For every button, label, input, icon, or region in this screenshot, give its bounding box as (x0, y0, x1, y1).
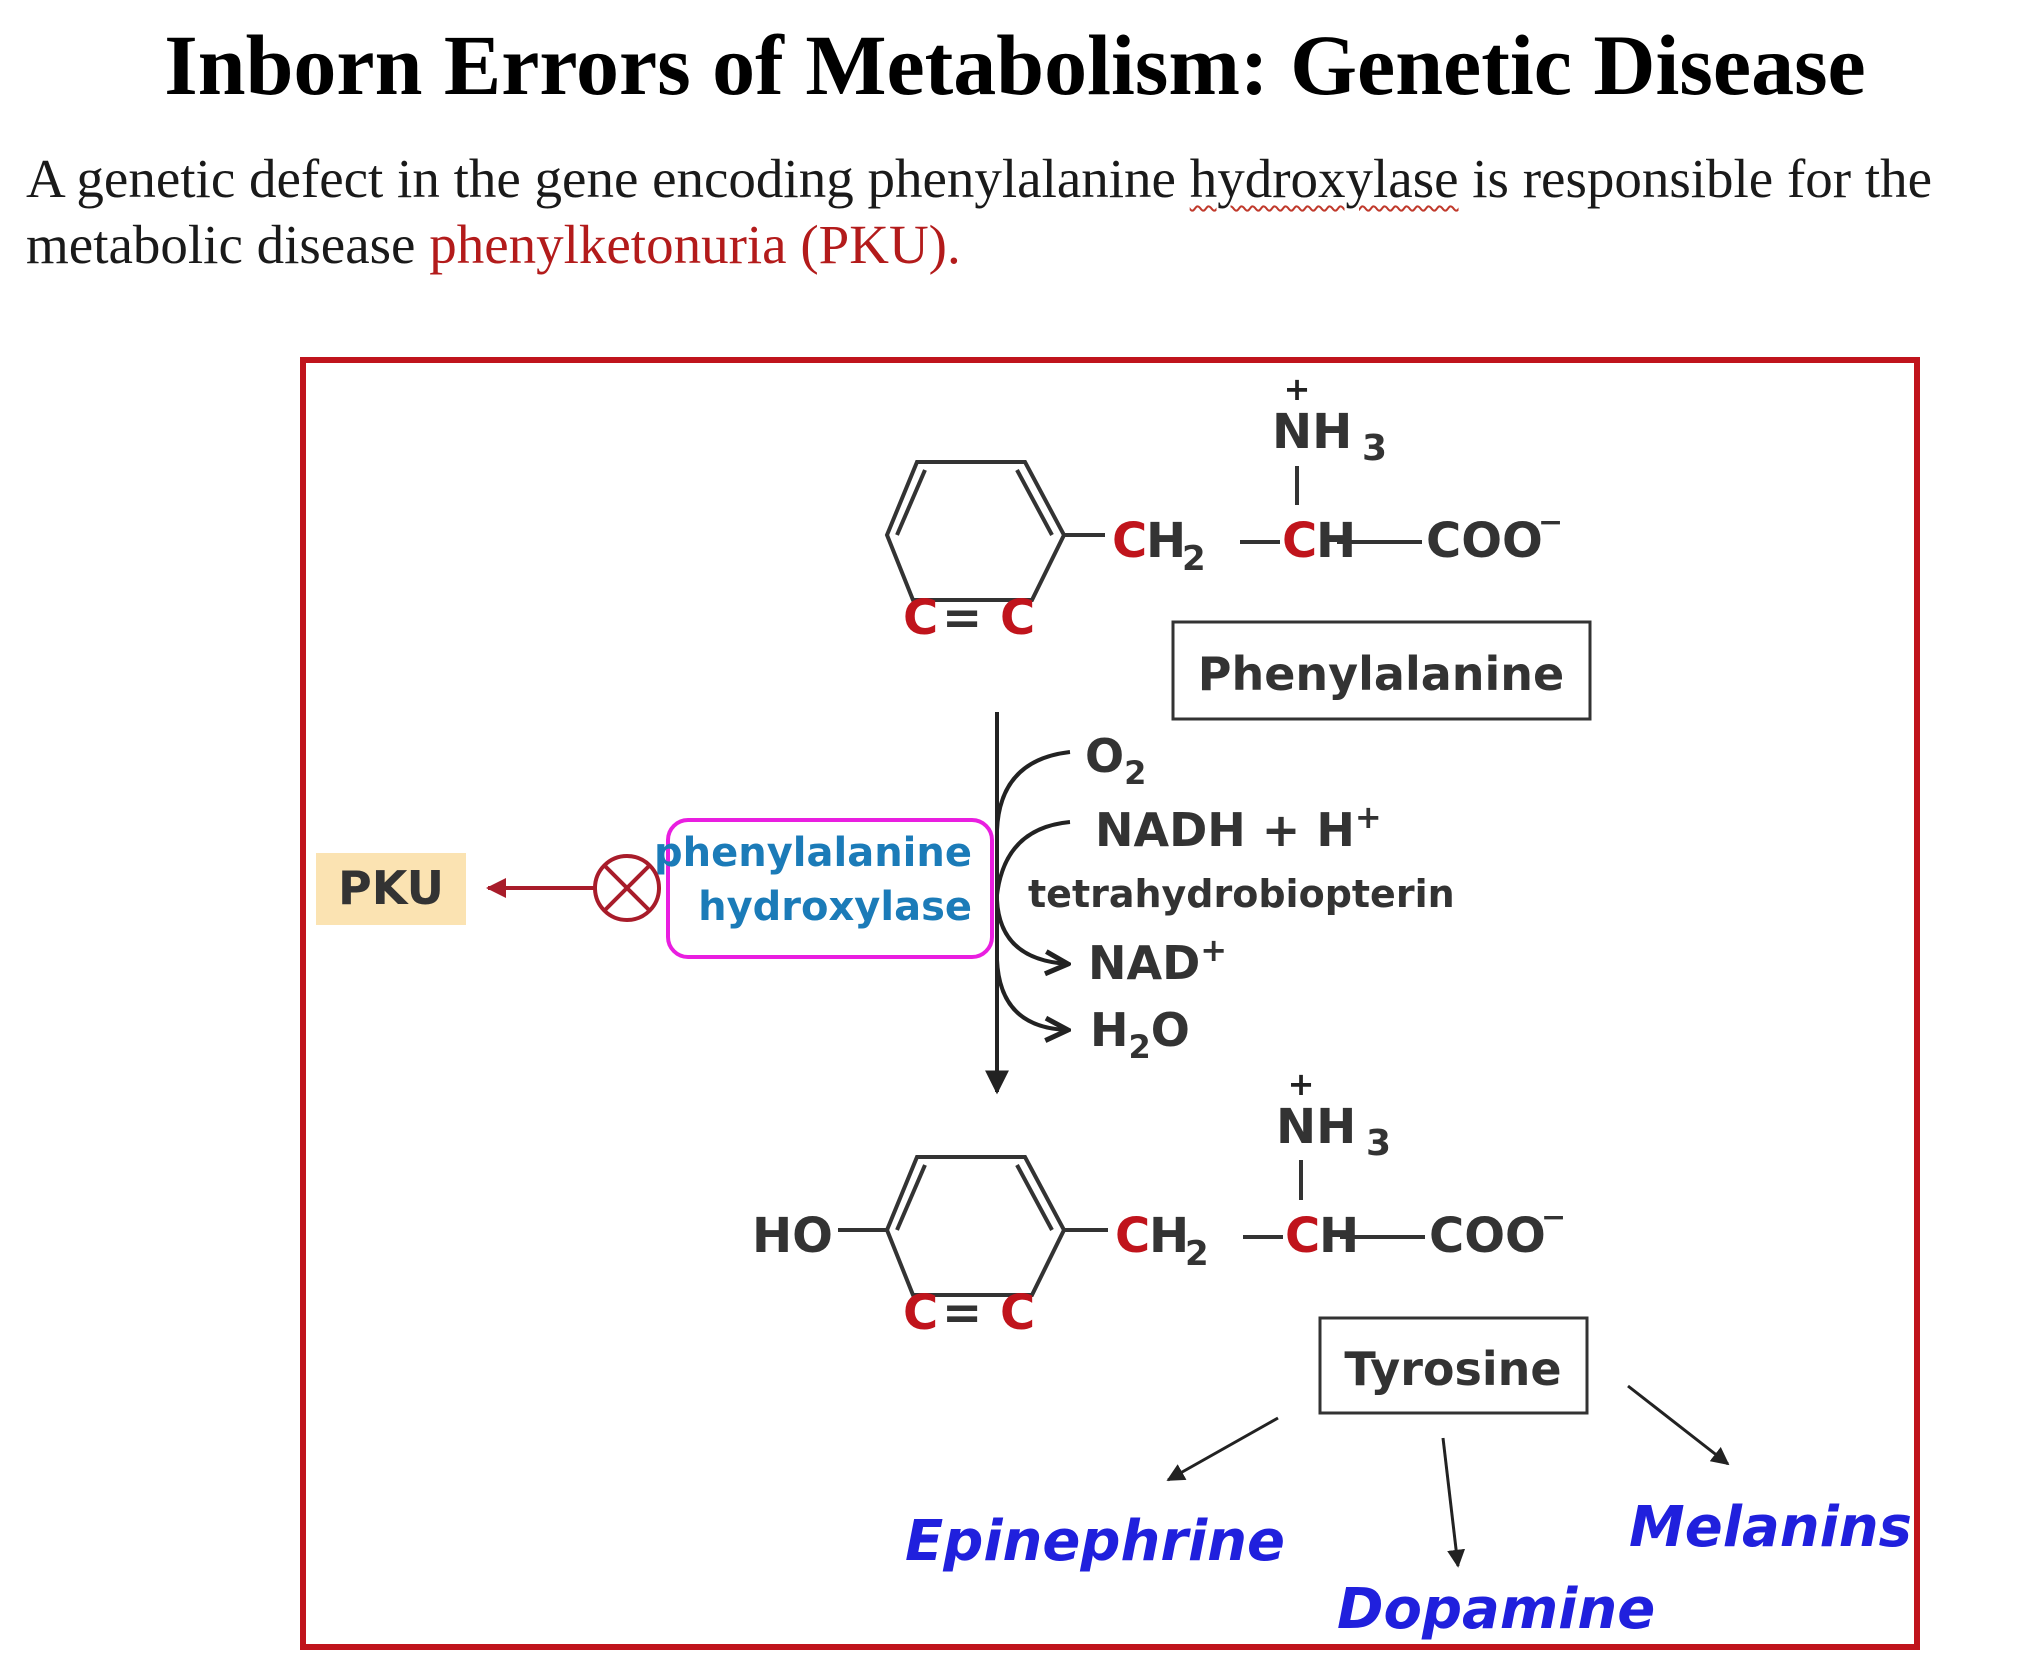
tyr-ch2-h: H (1149, 1208, 1189, 1264)
phe-ch2-subscript: 2 (1182, 539, 1206, 579)
phenylalanine-label: Phenylalanine (1198, 647, 1564, 701)
phe-ch-c: C (1282, 513, 1317, 569)
tyr-ch2-c: C (1115, 1208, 1150, 1264)
arrow-to-epinephrine (1166, 1416, 1279, 1482)
tyr-ring-c-right: C (1000, 1285, 1035, 1341)
tyr-ring-eq: = (942, 1285, 982, 1341)
enzyme-name-line2: hydroxylase (698, 884, 972, 930)
phe-ch2-c: C (1112, 513, 1147, 569)
phe-ring-c-left: C (903, 590, 938, 646)
phe-nh: NH (1272, 404, 1352, 460)
tyrosine-structure: HO + NH 3 C H 2 C H COO − C = C Tyrosine (752, 1065, 1589, 1415)
tyr-coo-charge: − (1541, 1200, 1566, 1235)
phenylalanine-label-box (1171, 620, 1592, 721)
intro-part1: A genetic defect in the gene encoding ph… (26, 148, 1190, 209)
derivative-melanins: Melanins (1629, 1495, 1912, 1560)
phenylalanine-structure: + NH 3 C H 2 C H COO − C = C Phenylalani… (884, 370, 1592, 721)
tyr-nh: NH (1276, 1099, 1356, 1155)
intro-part2: is responsible for the metabolic disease (26, 148, 1933, 275)
cofactor-nad: NAD+ (1088, 931, 1227, 990)
tyr-ho: HO (752, 1208, 833, 1264)
phe-ring-eq: = (942, 590, 982, 646)
intro-text: A genetic defect in the gene encoding ph… (26, 146, 2021, 278)
phe-nh3-subscript: 3 (1362, 428, 1387, 469)
tyr-nh3-plus: + (1288, 1065, 1315, 1103)
cofactor-tetrahydrobiopterin: tetrahydrobiopterin (1028, 872, 1455, 916)
phe-ch-h: H (1316, 513, 1356, 569)
tyrosine-label: Tyrosine (1344, 1342, 1561, 1396)
phe-ring-c-right: C (1000, 590, 1035, 646)
derivative-epinephrine: Epinephrine (905, 1509, 1285, 1574)
tyrosine-label-box (1318, 1316, 1589, 1415)
intro-disease-name: phenylketonuria (PKU). (429, 214, 961, 275)
tyr-ring-c-left: C (903, 1285, 938, 1341)
phe-coo-charge: − (1538, 505, 1563, 540)
phe-ch2-h: H (1146, 513, 1186, 569)
arrow-to-dopamine (1441, 1437, 1466, 1568)
pku-box (316, 853, 466, 925)
cofactor-nadh: NADH + H+ (1095, 798, 1382, 857)
reaction-arrow (985, 712, 1070, 1095)
tyr-ch-h: H (1319, 1208, 1359, 1264)
phe-nh3-plus: + (1284, 370, 1311, 408)
enzyme-box (666, 818, 994, 959)
pku-label: PKU (338, 861, 444, 915)
tyr-ch2-subscript: 2 (1185, 1234, 1209, 1274)
block-icon (593, 854, 661, 922)
enzyme-name-line1: phenylalanine (654, 830, 972, 876)
cofactor-o2: O2 (1085, 729, 1146, 792)
benzene-ring (884, 460, 1067, 602)
cofactor-h2o: H2O (1090, 1003, 1190, 1066)
tyr-nh3-subscript: 3 (1366, 1123, 1391, 1164)
tyr-ch-c: C (1285, 1208, 1320, 1264)
diagram-frame (300, 357, 1920, 1650)
page-title: Inborn Errors of Metabolism: Genetic Dis… (164, 17, 1866, 113)
derivative-dopamine: Dopamine (1337, 1577, 1655, 1642)
tyr-coo: COO (1429, 1208, 1546, 1264)
benzene-ring (884, 1155, 1067, 1297)
arrow-to-melanins (1627, 1384, 1730, 1466)
intro-underlined-word: hydroxylase (1189, 148, 1459, 209)
phe-coo: COO (1426, 513, 1543, 569)
